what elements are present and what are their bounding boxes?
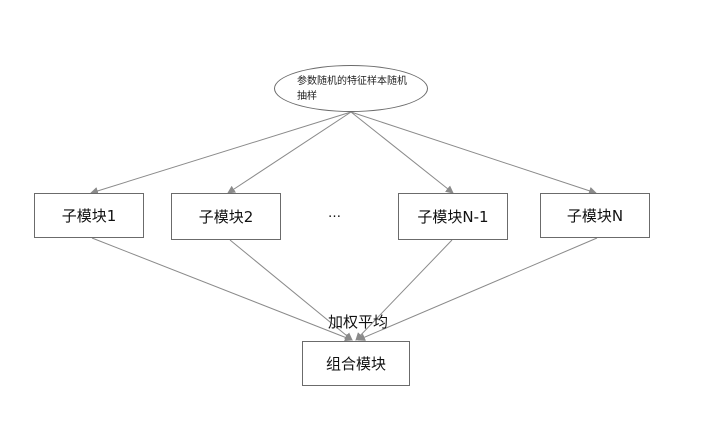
root-node-label: 参数随机的特征样本随机抽样 — [297, 76, 407, 102]
module-node-n-1: 子模块N-1 — [398, 193, 508, 240]
ellipsis-label: … — [328, 206, 341, 221]
edge-root-to-module-n-1 — [350, 111, 454, 194]
module-node-n-label: 子模块N — [566, 207, 624, 225]
module-node-n-1-label: 子模块N-1 — [417, 208, 489, 226]
edge-module-2-to-combine — [229, 239, 353, 341]
module-node-n: 子模块N — [540, 193, 650, 238]
module-node-1-label: 子模块1 — [61, 207, 117, 225]
module-node-2: 子模块2 — [171, 193, 281, 240]
edge-module-n-1-to-combine — [355, 239, 453, 341]
root-node-ellipse: 参数随机的特征样本随机抽样 — [274, 65, 428, 112]
module-node-1: 子模块1 — [34, 193, 144, 238]
edge-module-n-to-combine — [357, 237, 598, 341]
module-node-2-label: 子模块2 — [198, 208, 254, 226]
weighted-average-label: 加权平均 — [328, 313, 389, 331]
edge-root-to-module-2 — [227, 111, 352, 194]
edge-module-1-to-combine — [91, 237, 353, 342]
edge-root-to-module-n — [350, 111, 597, 195]
combine-node: 组合模块 — [302, 341, 410, 386]
combine-node-label: 组合模块 — [325, 355, 386, 373]
edge-root-to-module-1 — [90, 111, 352, 195]
